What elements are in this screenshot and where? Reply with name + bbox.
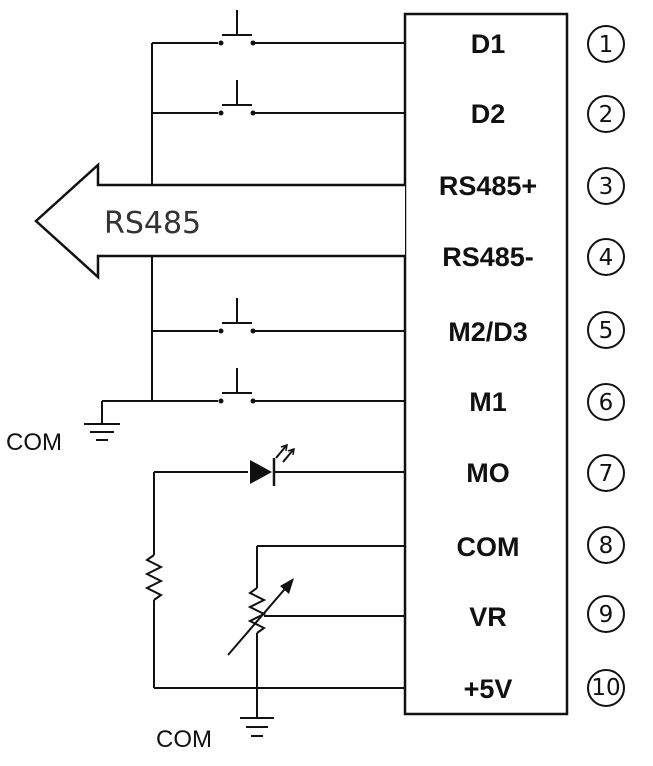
rs485-bus-label: RS485 [104,206,201,241]
svg-text:4: 4 [599,245,614,271]
svg-text:6: 6 [599,390,614,416]
terminal-label-rs485p: RS485+ [439,171,537,201]
terminal-label-5v: +5V [464,674,513,704]
terminal-label-m1: M1 [469,387,507,417]
svg-text:10: 10 [591,675,620,701]
terminal-number-7: 7 [587,454,625,492]
terminal-number-1: 1 [587,25,625,63]
terminal-block [403,12,569,716]
d1-switch [152,10,405,46]
terminal-label-mo: MO [466,458,510,488]
mo-led [154,443,405,486]
d2-switch [152,80,405,116]
svg-text:3: 3 [599,174,614,200]
terminal-number-4: 4 [587,238,625,276]
terminal-label-m2d3: M2/D3 [448,317,528,347]
m2d3-switch [152,298,405,334]
terminal-label-d1: D1 [471,29,506,59]
svg-text:1: 1 [599,32,614,58]
svg-text:8: 8 [599,533,614,559]
terminal-label-d2: D2 [471,99,506,129]
svg-text:9: 9 [599,602,614,628]
terminal-number-2: 2 [587,95,625,133]
svg-text:5: 5 [599,318,614,344]
rs485-arrow: RS485 [34,162,405,280]
m1-switch [102,368,405,404]
terminal-number-9: 9 [587,595,625,633]
resistor-loop [144,472,405,689]
terminal-number-5: 5 [587,311,625,349]
terminal-number-8: 8 [587,526,625,564]
lower-ground-symbol [240,717,274,737]
potentiometer [227,545,405,718]
svg-text:2: 2 [599,102,614,128]
terminal-number-10: 10 [587,669,625,707]
terminal-label-com: COM [457,532,520,562]
terminal-labels: D1 D2 RS485+ RS485- M2/D3 M1 MO COM VR +… [439,29,537,704]
svg-text:7: 7 [599,461,614,487]
upper-ground-symbol [84,401,120,441]
terminal-numbers: 1 2 3 4 5 6 7 8 [587,25,625,707]
terminal-number-3: 3 [587,167,625,205]
terminal-number-6: 6 [587,383,625,421]
terminal-label-vr: VR [469,602,507,632]
terminal-label-rs485n: RS485- [442,242,534,272]
upper-com-label: COM [6,429,62,456]
lower-com-label: COM [156,726,212,753]
